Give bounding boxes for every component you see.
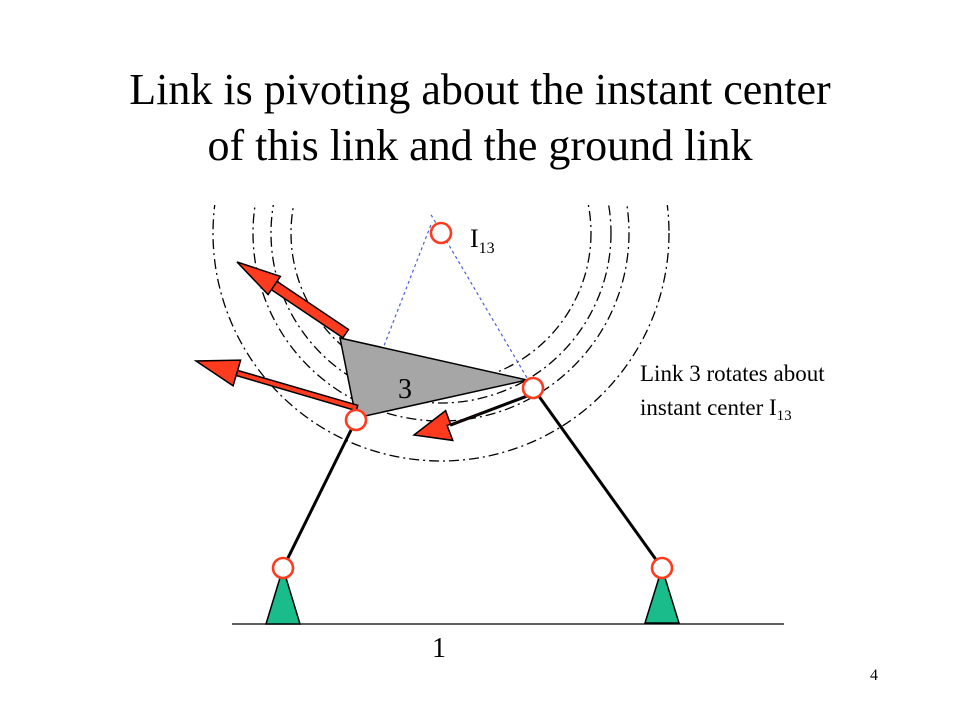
coupler-pivot-right	[521, 376, 545, 400]
coupler-link-3	[339, 337, 528, 419]
instant-center-letter: I	[470, 224, 479, 253]
velocity-arrow-right	[412, 391, 536, 442]
ground-pivot-right	[650, 556, 674, 580]
link-4	[531, 387, 664, 569]
note-line-2: instant center I13	[640, 395, 792, 424]
velocity-arrows	[193, 261, 536, 442]
instant-center-label: I13	[470, 224, 495, 257]
coupler-pivot-left	[344, 408, 368, 432]
page-number: 4	[870, 667, 878, 684]
ground-support-right	[643, 565, 681, 624]
ground-support-left	[264, 565, 302, 625]
instant-center-subscript: 13	[479, 240, 495, 257]
title-line-2: of this link and the ground link	[207, 121, 753, 170]
note-line-1: Link 3 rotates about	[640, 361, 825, 386]
pivots	[271, 221, 674, 580]
rotation-arc-middle	[270, 205, 612, 404]
note-line-2-subscript: 13	[777, 408, 792, 424]
rotation-arc-outer	[212, 205, 670, 462]
note-line-2-prefix: instant center I	[640, 395, 777, 420]
instant-center-pivot	[429, 221, 453, 245]
ground-pivot-left	[271, 556, 295, 580]
link-3-label: 3	[398, 374, 412, 405]
link-2	[281, 419, 358, 569]
velocity-arrow-lower-left	[193, 359, 359, 412]
title-line-1: Link is pivoting about the instant cente…	[129, 65, 831, 114]
construction-line-left	[355, 221, 433, 419]
slide-title: Link is pivoting about the instant cente…	[0, 62, 960, 174]
velocity-arrow-upper-left	[236, 261, 350, 339]
ground-link-label: 1	[432, 633, 446, 664]
